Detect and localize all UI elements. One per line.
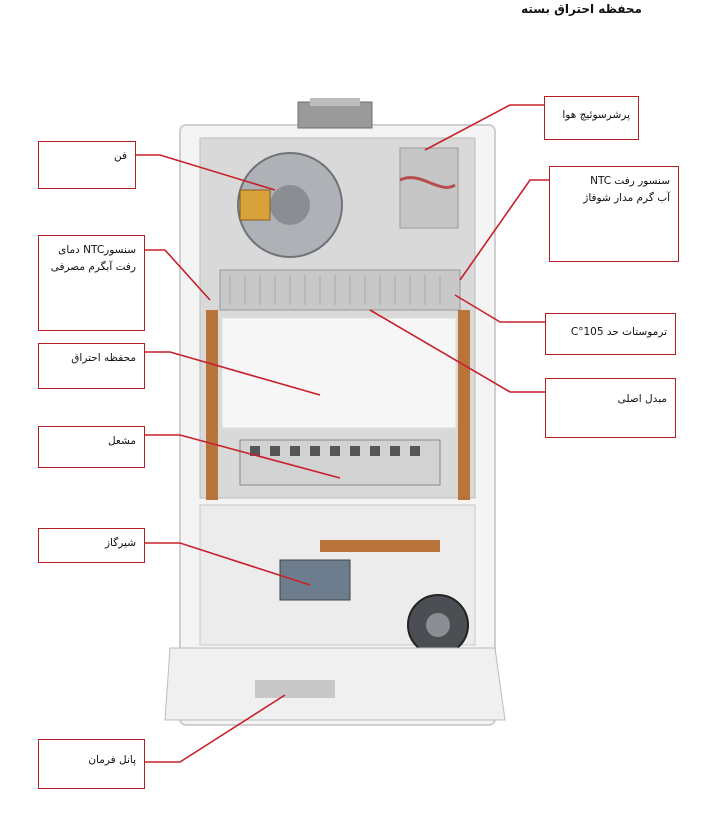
leader-air-pressure-switch — [424, 104, 544, 151]
callout-ntc-dhw: سنسورNTC دمای رفت آبگرم مصرفی — [38, 235, 145, 331]
label-main-exchanger: مبدل اصلی — [617, 393, 667, 405]
label-limit-thermostat: ترموستات حد 105°C — [570, 326, 667, 338]
callout-control-panel: پانل فرمان — [38, 739, 145, 789]
leader-combustion-chamber — [145, 351, 321, 396]
leader-ntc-heating — [459, 179, 549, 281]
label-combustion-chamber: محفظه احتراق — [71, 352, 136, 364]
callout-limit-thermostat: ترموستات حد 105°C — [545, 313, 676, 355]
label-ntc-heating-line1: سنسور رفت NTC — [590, 175, 670, 187]
leader-burner — [145, 434, 341, 479]
label-control-panel: پانل فرمان — [88, 754, 136, 766]
callout-gas-valve: شیرگاز — [38, 528, 145, 563]
callout-air-pressure-switch: پرشرسوئیچ هوا — [544, 96, 639, 140]
leader-limit-thermostat — [454, 294, 545, 323]
label-ntc-heating-line2: آب گرم مدار شوفاژ — [583, 191, 670, 204]
callout-burner: مشعل — [38, 426, 145, 468]
leader-ntc-dhw — [145, 249, 211, 301]
callout-main-exchanger: مبدل اصلی — [545, 378, 676, 438]
leader-main-exchanger — [369, 309, 545, 393]
leader-control-panel — [145, 694, 286, 763]
label-ntc-dhw-line1: سنسورNTC دمای — [58, 244, 136, 256]
label-ntc-dhw-line2: رفت آبگرم مصرفی — [50, 260, 136, 273]
callout-ntc-heating: سنسور رفت NTC آب گرم مدار شوفاژ — [549, 166, 679, 262]
leader-gas-valve — [145, 542, 311, 586]
callout-combustion-chamber: محفظه احتراق — [38, 343, 145, 389]
label-air-pressure-switch: پرشرسوئیچ هوا — [562, 109, 630, 121]
callout-fan: فن — [38, 141, 136, 189]
leader-fan — [136, 154, 276, 191]
diagram-title: محفظه احتراق بسته — [521, 2, 642, 16]
label-gas-valve: شیرگاز — [104, 537, 136, 549]
label-fan: فن — [113, 150, 127, 162]
label-burner: مشعل — [107, 435, 136, 447]
